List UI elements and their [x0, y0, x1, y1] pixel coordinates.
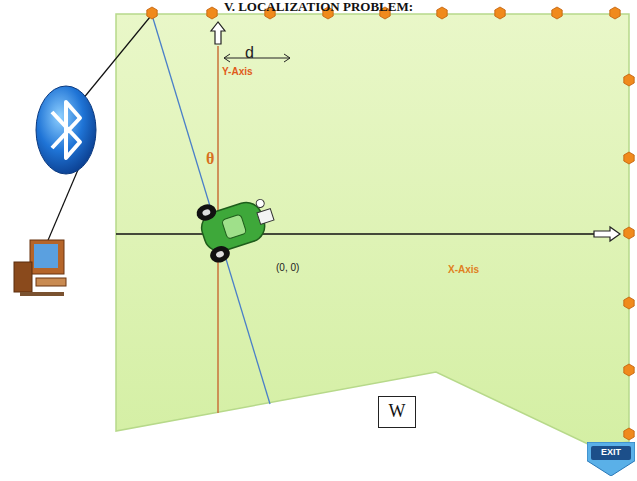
radio-link: [46, 165, 80, 245]
beacon-markers: [147, 7, 634, 440]
computer-icon: [14, 240, 66, 296]
spacing-dimension: [224, 58, 290, 59]
beacon-marker: [207, 7, 217, 19]
beacon-marker: [437, 7, 447, 19]
axis-label: X-Axis: [448, 264, 479, 275]
beacon-marker: [624, 74, 634, 86]
radio-link: [82, 17, 150, 100]
beacon-marker: [552, 7, 562, 19]
exit-arrow-body: [587, 442, 635, 476]
origin-label: (0, 0): [276, 262, 299, 273]
exit-sign-plate: [591, 446, 631, 460]
arena-floor: [116, 14, 629, 446]
axis-label: Y-Axis: [222, 66, 253, 77]
beacon-marker: [610, 7, 620, 19]
beacon-marker: [624, 227, 634, 239]
section-heading: V. LOCALIZATION PROBLEM:: [0, 0, 637, 14]
x-axis-line: [116, 233, 596, 234]
node-text: EXIT: [601, 448, 621, 458]
beacon-marker: [147, 7, 157, 19]
beacon-marker: [495, 7, 505, 19]
exit-arrow: EXIT: [587, 442, 635, 476]
spacing-label: d: [245, 44, 254, 62]
spacing-arrowhead: [224, 54, 230, 62]
heading-line: [152, 15, 270, 404]
spacing-arrowhead: [284, 54, 290, 62]
beacon-marker: [624, 152, 634, 164]
node-text: W: [389, 402, 406, 422]
beacon-marker: [624, 428, 634, 440]
beacon-marker: [624, 297, 634, 309]
beacon-marker: [624, 364, 634, 376]
region-box: W: [378, 396, 416, 428]
bluetooth-icon: [36, 86, 96, 174]
x-axis-arrow: [594, 227, 620, 241]
angle-label: θ: [206, 150, 214, 168]
y-axis-arrow: [211, 22, 225, 44]
robot-car: [194, 186, 281, 265]
